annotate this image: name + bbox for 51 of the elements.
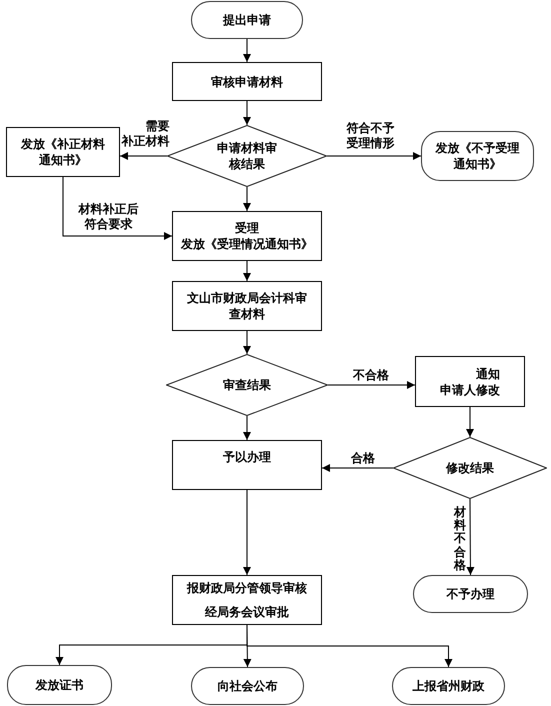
flow-arrow (243, 100, 251, 126)
decision-text: 审查结果 (223, 377, 271, 393)
step-text: 予以办理 (223, 449, 271, 465)
edge-label: 材料补正后符合要求 (78, 202, 139, 232)
process-box (415, 356, 525, 407)
terminal-box (191, 1, 303, 39)
step-text: 发放《不予受理通知书》 (435, 140, 520, 172)
flow-arrow (243, 186, 251, 212)
process-box (172, 211, 322, 261)
step-text: 不予办理 (446, 586, 494, 602)
step-text: 发放《受理情况通知书》 (181, 236, 313, 252)
flow-arrow (326, 152, 422, 160)
terminal-box (413, 575, 528, 613)
flow-arrow (243, 260, 251, 282)
flow-arrow (466, 498, 474, 576)
flow-arrow (322, 464, 394, 472)
step-text: 提出申请 (223, 12, 271, 28)
step-text: 审核申请材料 (211, 74, 283, 90)
process-box (172, 62, 322, 101)
edge-label: 不合格 (353, 368, 389, 383)
step-text: 发放《补正材料通知书》 (20, 136, 106, 168)
flow-arrow (243, 416, 251, 440)
step-text: 通知申请人修改 (440, 366, 500, 398)
process-box (172, 440, 322, 490)
flow-arrow (243, 330, 251, 354)
terminal-box (7, 665, 112, 705)
step-text: 发放证书 (36, 677, 84, 693)
terminal-box (421, 131, 534, 181)
step-text: 文山市财政局会计科审查材料 (186, 290, 308, 322)
flow-arrow (120, 152, 168, 160)
flow-arrow (466, 406, 474, 438)
decision-text: 申请材料审核结果 (216, 140, 278, 172)
flow-arrow (62, 176, 172, 240)
process-box (6, 127, 120, 177)
terminal-box (191, 667, 304, 705)
flow-arrow (246, 624, 452, 668)
flow-arrow (243, 38, 251, 62)
terminal-box (392, 667, 505, 705)
step-text: 上报省州财政 (412, 678, 484, 694)
edge-label: 合格 (351, 451, 375, 466)
edge-label: 需要补正材料 (121, 119, 170, 149)
process-box (172, 281, 322, 331)
step-text: 向社会公布 (218, 678, 278, 694)
flow-arrow (243, 490, 251, 576)
decision-text: 修改结果 (446, 460, 494, 476)
flow-arrow (328, 381, 416, 389)
edge-label: 材料不合格 (454, 506, 466, 572)
step-text: 报财政局分管领导审核经局务会议审批 (186, 580, 308, 621)
edge-label: 符合不予受理情形 (346, 121, 395, 151)
step-text: 受理 (235, 220, 259, 236)
process-box (172, 575, 322, 625)
